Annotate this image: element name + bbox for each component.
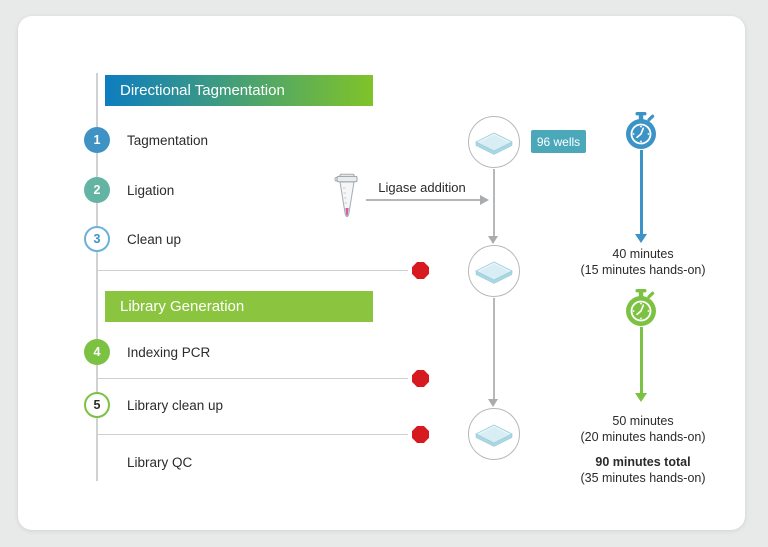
timer-arrow-line [639, 150, 643, 234]
step-label-tagmentation: Tagmentation [127, 132, 209, 148]
wells-badge: 96 wells [531, 130, 586, 153]
timing-library-generation: 50 minutes (20 minutes hands-on) [558, 413, 728, 445]
step-number: 3 [93, 232, 101, 246]
step-label-indexing-pcr: Indexing PCR [127, 344, 211, 360]
step-badge-3: 3 [84, 226, 110, 252]
divider-line [97, 270, 408, 271]
divider-line [97, 378, 408, 379]
stop-octagon-icon [412, 262, 429, 279]
step-badge-1: 1 [84, 127, 110, 153]
step-label-library-qc: Library QC [127, 454, 193, 470]
step-number: 5 [93, 398, 101, 412]
section-header-directional-tagmentation: Directional Tagmentation [105, 75, 373, 106]
section-header-library-generation: Library Generation [105, 291, 373, 322]
timing-total: 90 minutes total (35 minutes hands-on) [558, 454, 728, 486]
duration-text: 40 minutes [612, 247, 674, 261]
stop-octagon-icon [412, 370, 429, 387]
step-label-clean-up: Clean up [127, 231, 182, 247]
step-badge-5: 5 [84, 392, 110, 418]
section-title: Directional Tagmentation [120, 82, 285, 99]
arrow-down-icon [488, 399, 498, 407]
ligase-arrow-line [366, 199, 480, 201]
arrow-right-icon [480, 194, 489, 205]
timing-tagmentation: 40 minutes (15 minutes hands-on) [558, 246, 728, 278]
stopwatch-icon [624, 112, 658, 151]
step-number: 2 [93, 183, 101, 197]
duration-text: 50 minutes [612, 414, 674, 428]
ligase-addition-label: Ligase addition [378, 180, 466, 195]
divider-line [97, 434, 408, 435]
stopwatch-icon [624, 289, 658, 328]
microplate-icon [468, 408, 520, 460]
arrow-down-icon [634, 234, 647, 243]
step-badge-4: 4 [84, 339, 110, 365]
step-number: 1 [93, 133, 101, 147]
microcentrifuge-tube-icon [331, 173, 363, 225]
arrow-down-icon [634, 393, 647, 402]
step-label-ligation: Ligation [127, 182, 175, 198]
total-hands-on-text: (35 minutes hands-on) [580, 471, 706, 485]
step-number: 4 [93, 345, 101, 359]
connector-line [493, 298, 495, 399]
section-title: Library Generation [120, 298, 245, 315]
microplate-icon [468, 116, 520, 168]
stop-octagon-icon [412, 426, 429, 443]
hands-on-text: (20 minutes hands-on) [580, 430, 706, 444]
step-label-library-clean-up: Library clean up [127, 397, 224, 413]
microplate-icon [468, 245, 520, 297]
total-duration-text: 90 minutes total [595, 455, 691, 469]
arrow-down-icon [488, 236, 498, 244]
workflow-rail-line [96, 73, 98, 481]
hands-on-text: (15 minutes hands-on) [580, 263, 706, 277]
step-badge-2: 2 [84, 177, 110, 203]
timer-arrow-line [639, 327, 643, 393]
connector-line [493, 169, 495, 237]
